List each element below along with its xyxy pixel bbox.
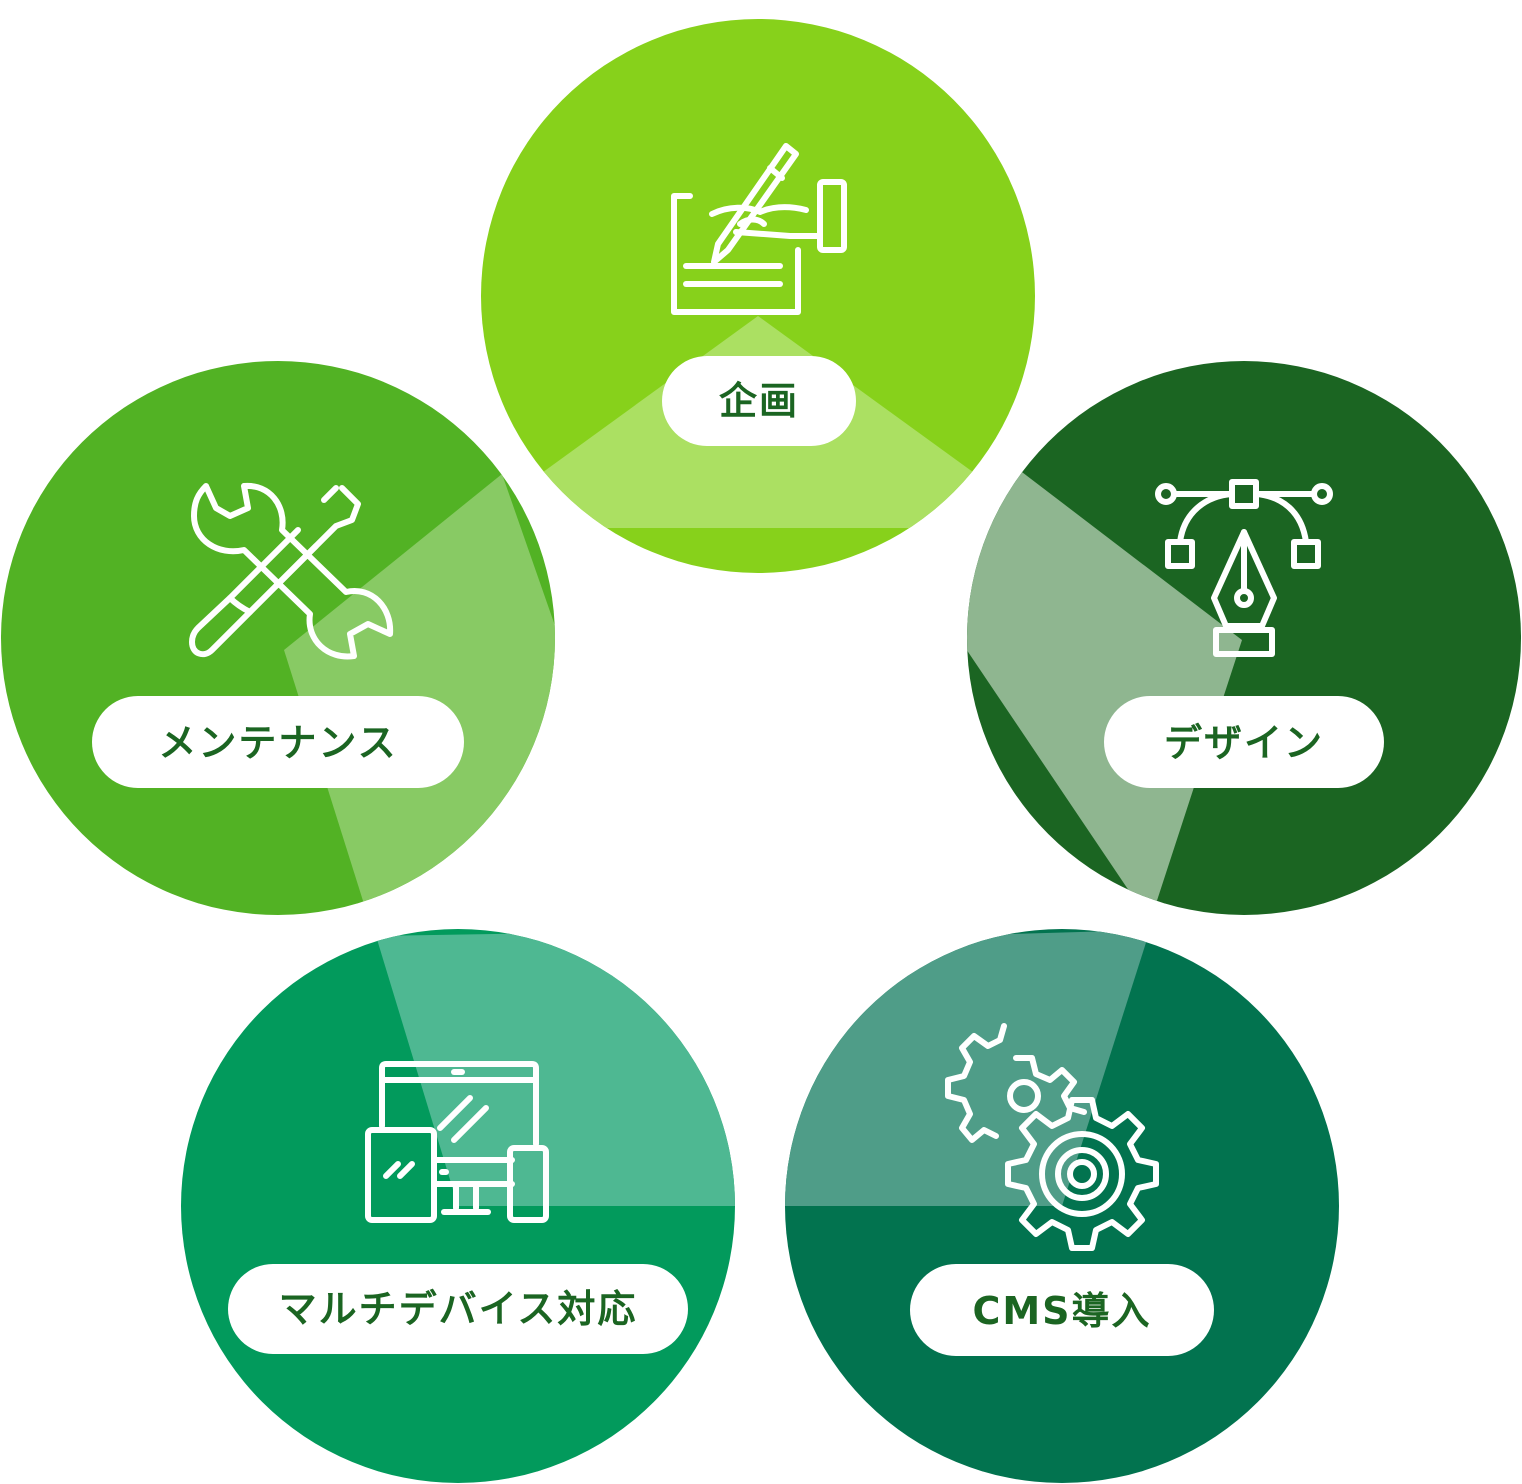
node-multidevice: マルチデバイス対応 (181, 929, 735, 1483)
node-planning: 企画 (481, 19, 1035, 573)
node-cms-label: CMS導入 (972, 1289, 1151, 1333)
node-multidevice-pill (228, 1264, 688, 1354)
gears-icon (945, 1023, 1159, 1251)
node-design-overlap (967, 440, 1242, 915)
hand-writing-icon (671, 143, 847, 315)
node-planning-pill (662, 356, 856, 446)
node-cms: CMS導入 (785, 929, 1339, 1483)
node-design: デザイン (967, 361, 1521, 915)
pen-tool-icon (1155, 479, 1333, 657)
node-design-pill (1104, 696, 1384, 788)
node-maintenance-pill (92, 696, 464, 788)
node-maintenance-overlap (284, 474, 555, 904)
node-cms-pill (910, 1264, 1214, 1356)
wrench-screwdriver-icon (189, 482, 394, 660)
node-design-label: デザイン (1164, 721, 1324, 765)
node-planning-label: 企画 (719, 379, 799, 423)
node-multidevice-label: マルチデバイス対応 (279, 1287, 638, 1331)
node-maintenance-label: メンテナンス (158, 721, 397, 765)
devices-icon (365, 1061, 549, 1223)
node-maintenance: メンテナンス (1, 361, 555, 915)
